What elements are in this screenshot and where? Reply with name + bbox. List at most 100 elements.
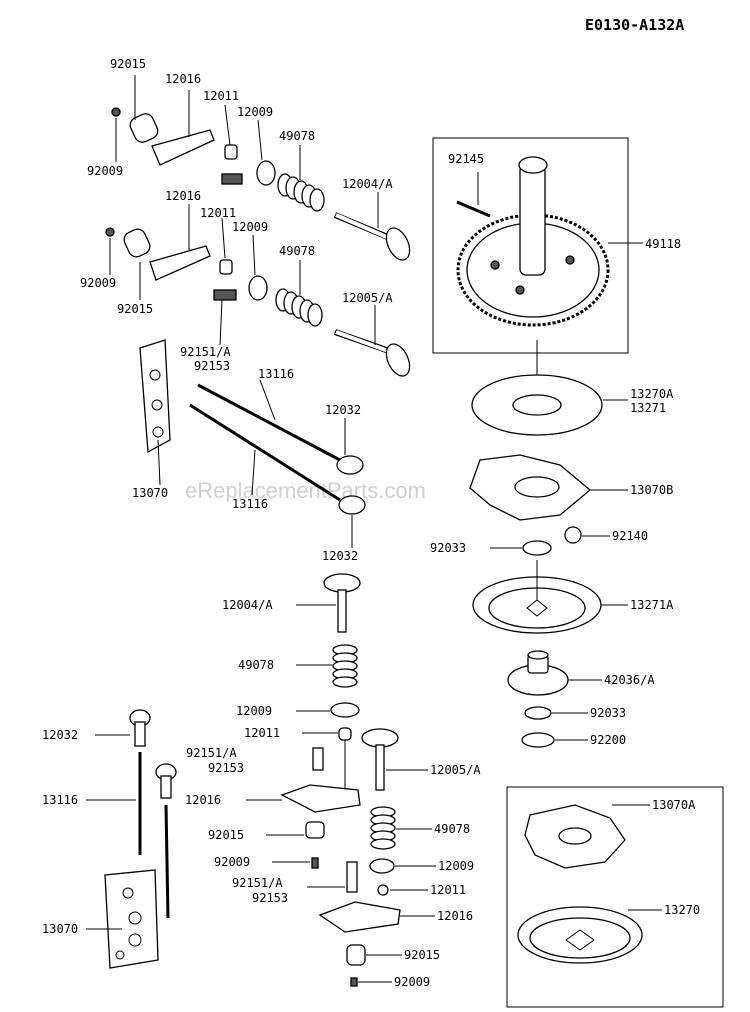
label-12005a: 12005/A bbox=[342, 291, 393, 305]
part-12005a-valve-mid[interactable] bbox=[361, 728, 399, 748]
label-92015: 92015 bbox=[117, 302, 153, 316]
part-12009-upper-b[interactable] bbox=[248, 275, 268, 301]
label-13271: 13271 bbox=[630, 401, 666, 415]
label-12009: 12009 bbox=[438, 859, 474, 873]
label-13070: 13070 bbox=[132, 486, 168, 500]
label-49078: 49078 bbox=[434, 822, 470, 836]
part-92015-upper-b[interactable] bbox=[122, 227, 153, 260]
part-13070-plate-lower[interactable] bbox=[104, 869, 159, 969]
label-92009: 92009 bbox=[87, 164, 123, 178]
part-92015-mid-b[interactable] bbox=[346, 944, 366, 966]
part-49078-upper-a[interactable] bbox=[277, 173, 325, 212]
part-12016-upper-a[interactable] bbox=[151, 129, 215, 166]
optional-parts-box bbox=[506, 786, 724, 1008]
label-13116: 13116 bbox=[258, 367, 294, 381]
label-92009: 92009 bbox=[80, 276, 116, 290]
part-92015-mid-a[interactable] bbox=[305, 821, 325, 839]
label-92009: 92009 bbox=[394, 975, 430, 989]
label-12032: 12032 bbox=[325, 403, 361, 417]
part-92140-ball[interactable] bbox=[564, 526, 582, 544]
stud-upper-a[interactable] bbox=[221, 173, 243, 185]
stud-upper-b[interactable] bbox=[213, 289, 237, 301]
part-12004a-valve-mid[interactable] bbox=[323, 573, 361, 593]
label-49078: 49078 bbox=[279, 129, 315, 143]
diagram-code: E0130-A132A bbox=[585, 16, 684, 34]
label-92151a: 92151/A bbox=[186, 746, 237, 760]
label-13270: 13270 bbox=[664, 903, 700, 917]
label-13070b: 13070B bbox=[630, 483, 673, 497]
lower-left-group bbox=[86, 709, 177, 969]
part-92145-pin[interactable] bbox=[456, 200, 491, 218]
part-49078-spring-mid[interactable] bbox=[332, 644, 358, 688]
label-12032: 12032 bbox=[42, 728, 78, 742]
label-92015: 92015 bbox=[208, 828, 244, 842]
label-13116: 13116 bbox=[42, 793, 78, 807]
label-92200: 92200 bbox=[590, 733, 626, 747]
label-92151a: 92151/A bbox=[232, 876, 283, 890]
part-92151a-stud-mid-b[interactable] bbox=[346, 861, 358, 893]
part-12016-rocker-mid-a[interactable] bbox=[280, 784, 361, 813]
label-92145: 92145 bbox=[448, 152, 484, 166]
label-12032: 12032 bbox=[322, 549, 358, 563]
label-92033: 92033 bbox=[590, 706, 626, 720]
label-92009: 92009 bbox=[214, 855, 250, 869]
part-12032-tappet-upper-a[interactable] bbox=[336, 455, 364, 475]
part-12011-upper-a[interactable] bbox=[224, 144, 238, 160]
part-12011-upper-b[interactable] bbox=[219, 259, 233, 275]
part-92009-mid-a[interactable] bbox=[311, 857, 319, 869]
label-92015: 92015 bbox=[404, 948, 440, 962]
part-13070a-weight[interactable] bbox=[524, 804, 626, 869]
label-92153: 92153 bbox=[252, 891, 288, 905]
label-12011: 12011 bbox=[244, 726, 280, 740]
part-13116-pushrod-upper-b[interactable] bbox=[189, 403, 341, 502]
part-92033-clip-upper[interactable] bbox=[522, 540, 552, 556]
part-92009-upper-b[interactable] bbox=[105, 227, 115, 237]
part-13116-pushrod-upper-a[interactable] bbox=[197, 383, 341, 462]
part-12011-collet-mid-b[interactable] bbox=[377, 884, 389, 896]
part-12016-rocker-mid-b[interactable] bbox=[318, 901, 401, 933]
label-12016: 12016 bbox=[165, 72, 201, 86]
part-13116-pushrod-lower-b[interactable] bbox=[164, 804, 170, 919]
part-92009-mid-b[interactable] bbox=[350, 977, 358, 987]
part-12009-retainer-mid[interactable] bbox=[330, 702, 360, 718]
part-92015-upper-a[interactable] bbox=[128, 111, 161, 145]
label-12005a: 12005/A bbox=[430, 763, 481, 777]
part-13070b-weight[interactable] bbox=[469, 454, 592, 521]
label-13070: 13070 bbox=[42, 922, 78, 936]
part-42036a-gear[interactable] bbox=[507, 650, 569, 696]
part-92009-upper-a[interactable] bbox=[111, 107, 121, 117]
camshaft-kit-box bbox=[432, 137, 629, 354]
label-49078: 49078 bbox=[238, 658, 274, 672]
label-92151a: 92151/A bbox=[180, 345, 231, 359]
label-92033: 92033 bbox=[430, 541, 466, 555]
part-12004a-valve-upper[interactable] bbox=[333, 212, 414, 264]
part-92033-clip-lower[interactable] bbox=[524, 706, 552, 720]
label-13271a: 13271A bbox=[630, 598, 674, 612]
part-12016-upper-b[interactable] bbox=[149, 245, 211, 281]
label-49118: 49118 bbox=[645, 237, 681, 251]
label-12009: 12009 bbox=[232, 220, 268, 234]
label-13070a: 13070A bbox=[652, 798, 696, 812]
label-92140: 92140 bbox=[612, 529, 648, 543]
label-12016: 12016 bbox=[185, 793, 221, 807]
part-13070-upper[interactable] bbox=[139, 339, 171, 454]
part-92200-washer[interactable] bbox=[521, 732, 555, 748]
part-49118-camshaft[interactable] bbox=[456, 156, 610, 327]
label-12016: 12016 bbox=[437, 909, 473, 923]
part-12005a-valve-upper[interactable] bbox=[334, 329, 414, 380]
part-12032-tappet-upper-b[interactable] bbox=[338, 495, 366, 515]
upper-rocker-assembly bbox=[105, 107, 414, 515]
part-49078-upper-b[interactable] bbox=[275, 288, 323, 327]
part-12009-upper-a[interactable] bbox=[256, 160, 276, 186]
label-92153: 92153 bbox=[194, 359, 230, 373]
part-12011-collet-mid-a[interactable] bbox=[338, 727, 352, 741]
part-49078-spring-mid-b[interactable] bbox=[370, 806, 396, 850]
part-13270-cup[interactable] bbox=[517, 906, 643, 964]
label-12009: 12009 bbox=[237, 105, 273, 119]
label-42036a: 42036/A bbox=[604, 673, 655, 687]
label-13116: 13116 bbox=[232, 497, 268, 511]
label-92153: 92153 bbox=[208, 761, 244, 775]
part-12009-retainer-mid-b[interactable] bbox=[369, 858, 395, 874]
part-92151a-stud-mid-a[interactable] bbox=[312, 747, 324, 771]
